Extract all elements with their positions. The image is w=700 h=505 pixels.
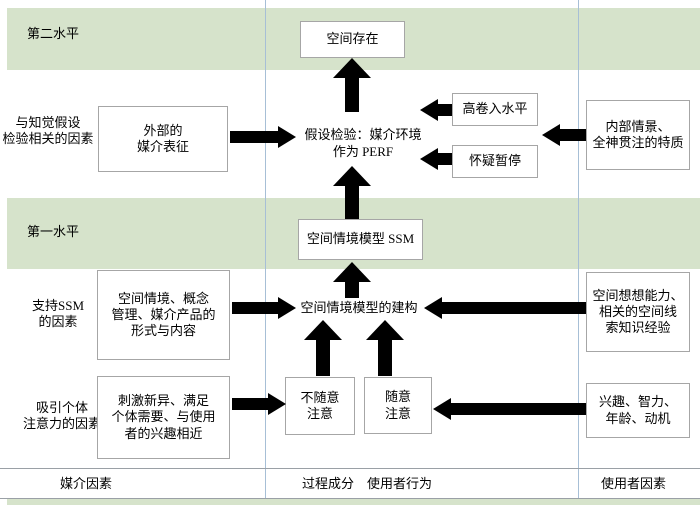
box-high-involvement: 高卷入水平 <box>452 93 538 126</box>
box-spatial-imagination: 空间想想能力、 相关的空间线 索知识经验 <box>586 272 690 352</box>
footer-media-factors: 媒介因素 <box>60 476 113 491</box>
level1-label: 第一水平 <box>27 224 80 239</box>
box-external-media-representation: 外部的 媒介表征 <box>98 106 228 172</box>
footer-user-behavior: 使用者行为 <box>367 476 433 491</box>
box-stimulus-novelty: 刺激新异、满足 个体需要、与使用 者的兴趣相近 <box>97 376 230 459</box>
footer-process-components: 过程成分 <box>302 476 355 491</box>
label-perception-factors: 与知觉假设 检验相关的因素 <box>2 115 94 147</box>
divider-left-column <box>265 0 266 498</box>
box-internal-context: 内部情景、 全神贯注的特质 <box>586 100 690 170</box>
node-ssm-construction: 空间情境模型的建构 <box>300 299 418 315</box>
box-suspension-of-disbelief: 怀疑暂停 <box>452 145 538 178</box>
level2-label: 第二水平 <box>27 26 80 41</box>
label-attention-attract-factors: 吸引个体 注意力的因素 <box>22 400 101 432</box>
bottom-green-strip <box>7 499 700 505</box>
footer-user-factors: 使用者因素 <box>601 476 667 491</box>
box-spatial-situation-content: 空间情境、概念 管理、媒介产品的 形式与内容 <box>97 270 230 360</box>
divider-right-column <box>578 0 579 498</box>
box-interest-intelligence: 兴趣、智力、 年龄、动机 <box>586 383 690 438</box>
box-spatial-presence: 空间存在 <box>300 21 405 58</box>
footer-top-line <box>0 468 700 469</box>
box-voluntary-attention: 随意 注意 <box>364 377 432 434</box>
footer-bottom-line <box>0 498 700 499</box>
node-hypothesis-testing-perf: 假设检验：媒介环境 作为 PERF <box>304 127 422 159</box>
box-ssm: 空间情境模型 SSM <box>298 219 423 260</box>
box-involuntary-attention: 不随意 注意 <box>285 377 355 435</box>
label-ssm-support-factors: 支持SSM 的因素 <box>31 298 85 330</box>
